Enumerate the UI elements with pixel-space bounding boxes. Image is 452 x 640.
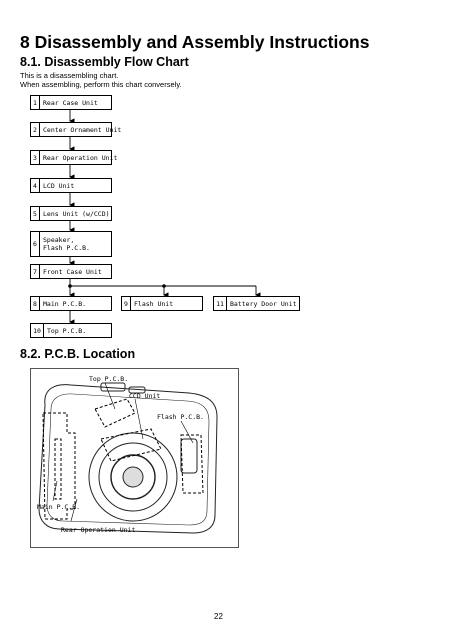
step-label: Center Ornament Unit (43, 125, 122, 134)
step-label: Flash Unit (134, 299, 174, 308)
step-number: 10 (31, 324, 44, 337)
intro-line-2: When assembling, perform this chart conv… (20, 80, 182, 89)
section-title-pcb-location: 8.2. P.C.B. Location (20, 347, 136, 361)
flow-step-4: 4 LCD Unit (30, 178, 112, 193)
step-label: Battery Door Unit (230, 299, 297, 308)
flow-connectors (68, 109, 261, 325)
step-number: 8 (31, 297, 40, 310)
flow-step-10: 10 Top P.C.B. (30, 323, 112, 338)
step-number: 2 (31, 123, 40, 136)
flow-step-8: 8 Main P.C.B. (30, 296, 112, 311)
flow-step-9: 9 Flash Unit (121, 296, 203, 311)
callout-flash-pcb: Flash P.C.B. (157, 413, 204, 421)
flow-step-3: 3 Rear Operation Unit (30, 150, 117, 165)
flow-step-6: 6 Speaker, Flash P.C.B. (30, 231, 112, 257)
flow-step-1: 1 Rear Case Unit (30, 95, 112, 110)
camera-drawing (38, 382, 218, 534)
step-number: 6 (31, 232, 40, 256)
step-number: 5 (31, 207, 40, 220)
flow-step-7: 7 Front Case Unit (30, 264, 112, 279)
step-number: 7 (31, 265, 40, 278)
page-heading: 8 Disassembly and Assembly Instructions (20, 32, 370, 52)
flow-step-11: 11 Battery Door Unit (213, 296, 300, 311)
flow-step-5: 5 Lens Unit (w/CCD) (30, 206, 112, 221)
camera-illustration: Top P.C.B. CCD Unit Flash P.C.B. Main P.… (30, 368, 239, 548)
step-number: 1 (31, 96, 40, 109)
step-label: Rear Case Unit (43, 98, 98, 107)
step-number: 9 (122, 297, 131, 310)
section-title-flow-chart: 8.1. Disassembly Flow Chart (20, 55, 189, 69)
callout-rear-operation-unit: Rear Operation Unit (61, 526, 136, 534)
flow-step-2: 2 Center Ornament Unit (30, 122, 121, 137)
callout-main-pcb: Main P.C.B. (37, 503, 81, 511)
intro-line-1: This is a disassembling chart. (20, 71, 119, 80)
step-label: Top P.C.B. (47, 326, 87, 335)
step-label: Main P.C.B. (43, 299, 87, 308)
step-label: Speaker, Flash P.C.B. (43, 236, 90, 252)
step-number: 11 (214, 297, 227, 310)
page-number: 22 (214, 612, 223, 621)
step-number: 4 (31, 179, 40, 192)
step-label: Rear Operation Unit (43, 153, 118, 162)
step-number: 3 (31, 151, 40, 164)
callout-ccd-unit: CCD Unit (129, 392, 161, 400)
step-label: LCD Unit (43, 181, 75, 190)
step-label: Front Case Unit (43, 267, 102, 276)
callout-top-pcb: Top P.C.B. (89, 375, 129, 383)
step-label: Lens Unit (w/CCD) (43, 209, 110, 218)
